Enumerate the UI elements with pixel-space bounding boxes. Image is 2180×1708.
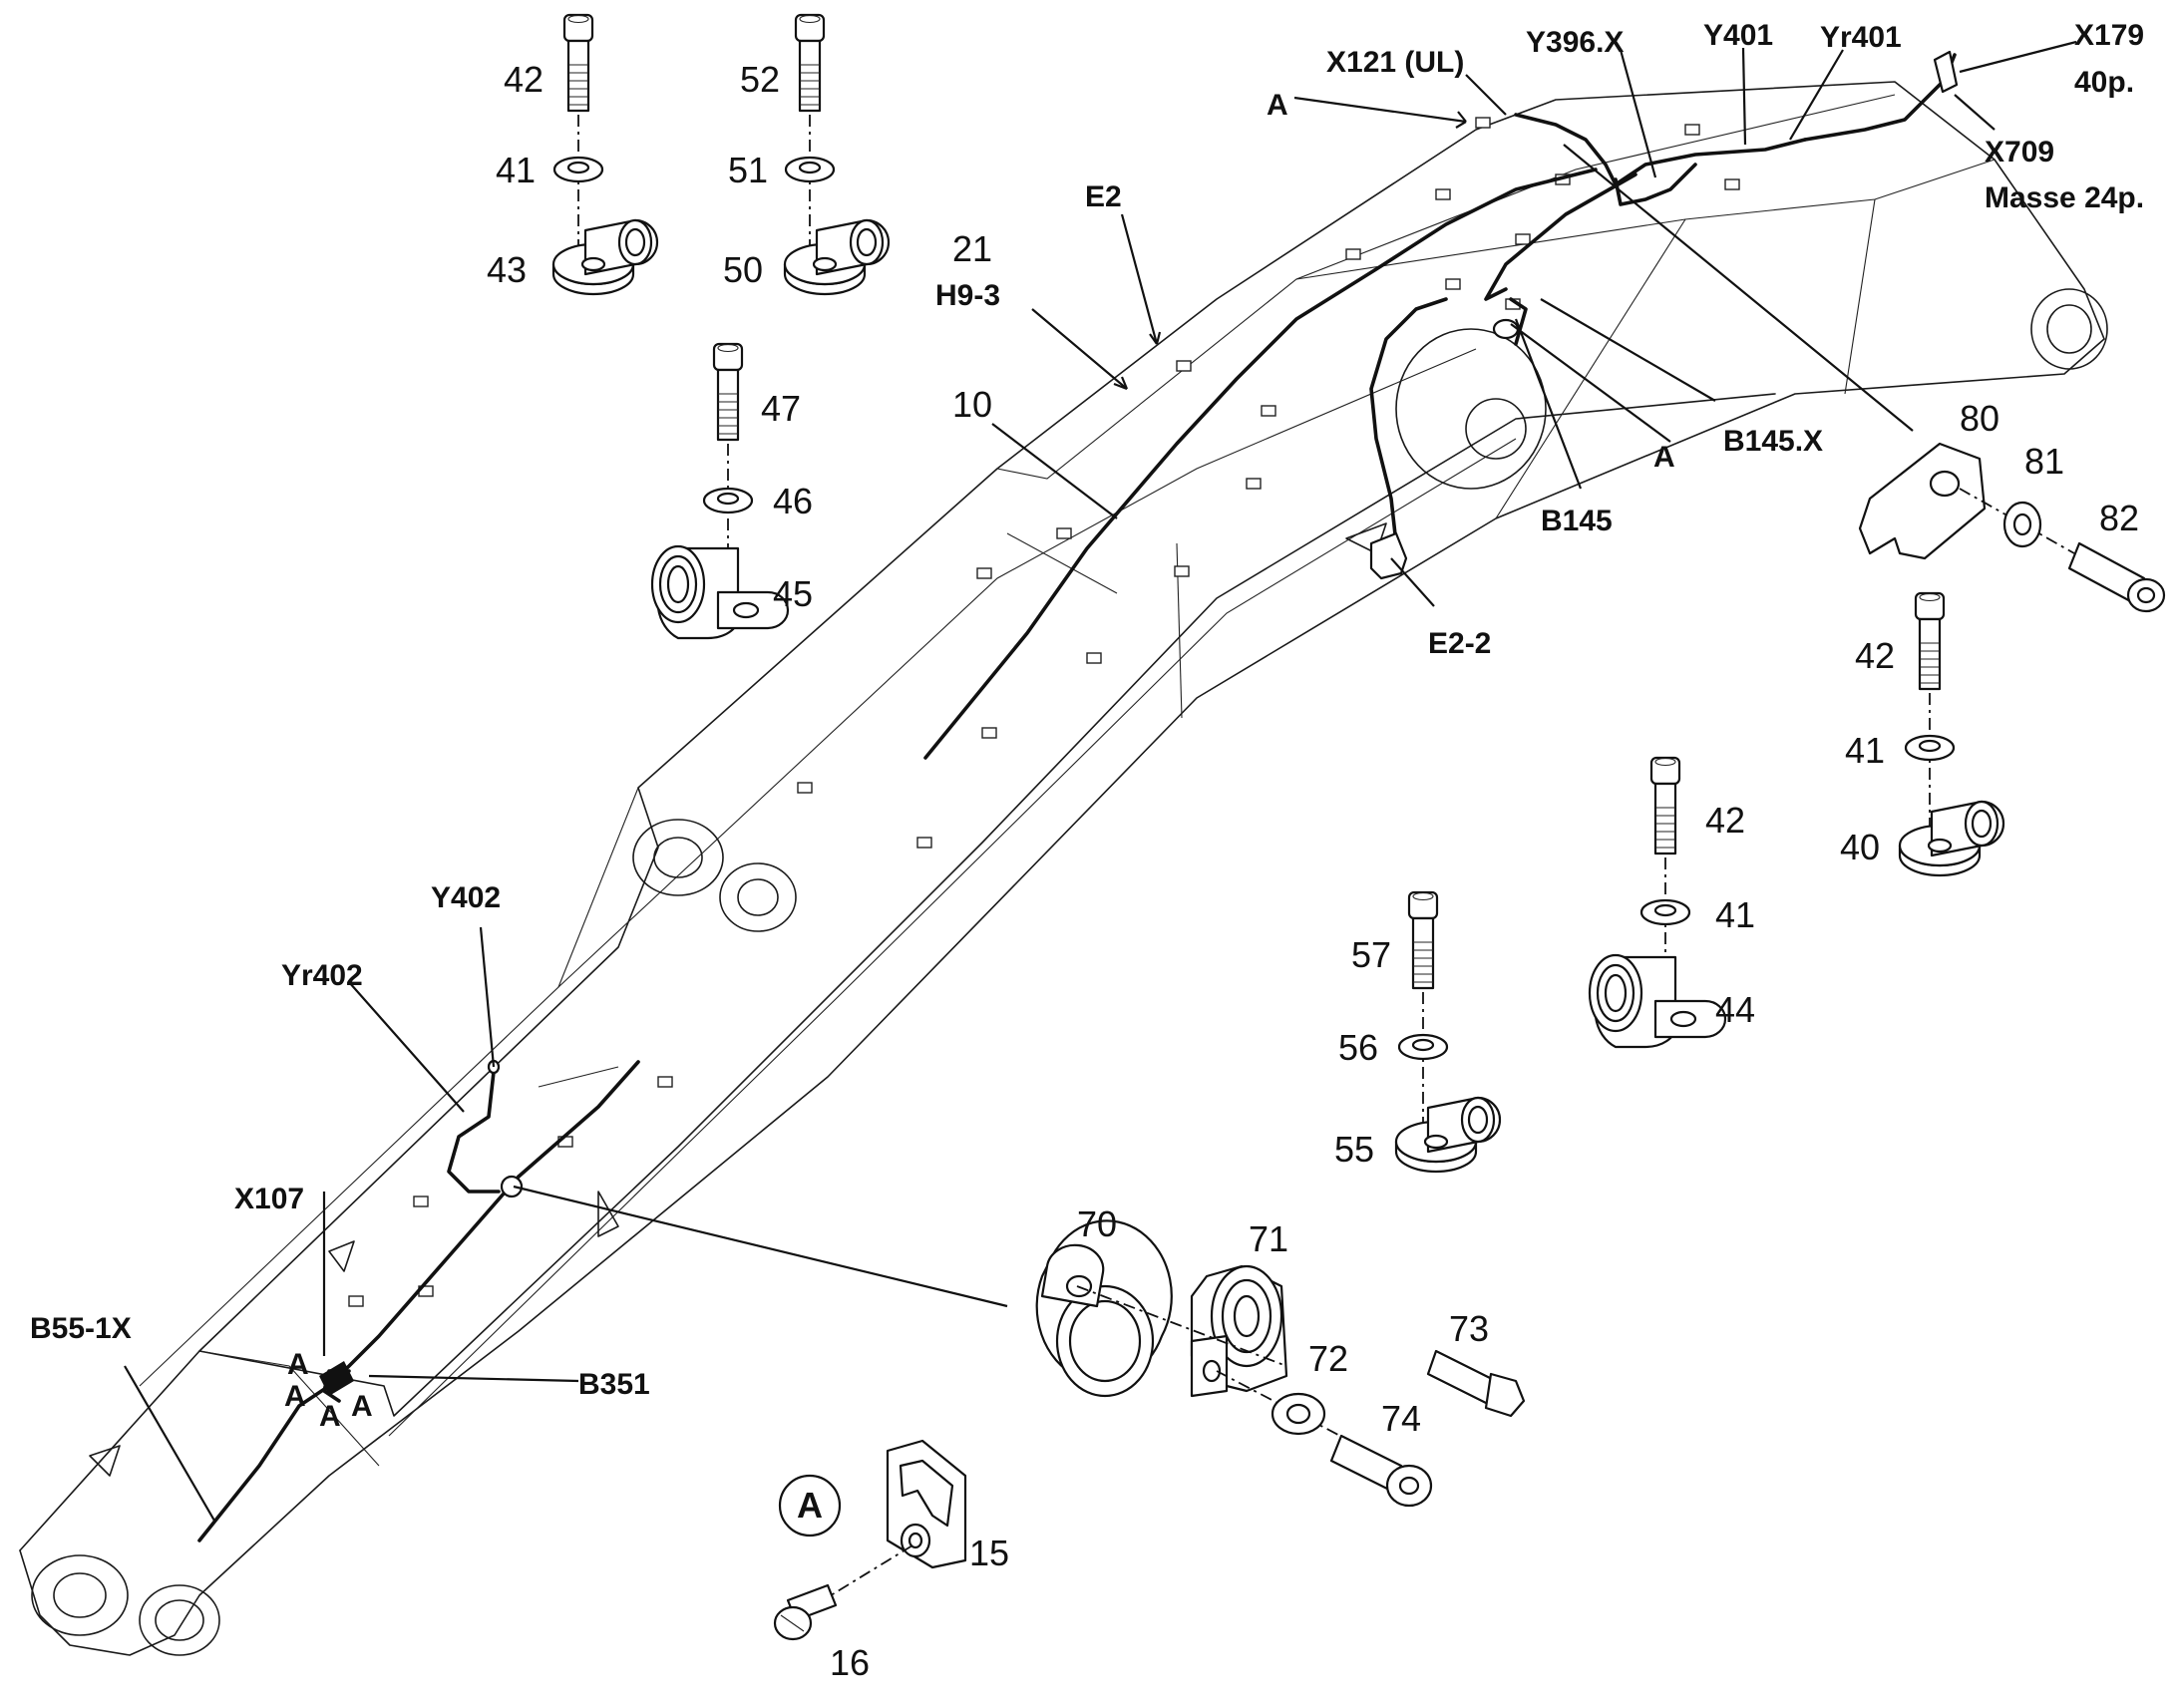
screw-74 xyxy=(1329,1434,1433,1508)
cable-clamp-icon xyxy=(650,544,790,640)
label-y396x: Y396.X xyxy=(1526,26,1624,59)
screw-16 xyxy=(773,1583,838,1641)
label-56: 56 xyxy=(1338,1027,1378,1068)
hardware-group-44 xyxy=(1588,756,1727,1049)
marker-a-top: A xyxy=(1267,89,1288,122)
marker-a-3: A xyxy=(319,1400,341,1433)
detail-a-circle xyxy=(778,1474,842,1537)
clamp-assembly-70 xyxy=(1035,1219,1173,1398)
label-b55-1x: B55-1X xyxy=(30,1312,132,1345)
marker-a-2: A xyxy=(284,1380,306,1413)
label-41-right: 41 xyxy=(1845,730,1885,771)
hardware-group-40 xyxy=(1898,591,2005,877)
cable-clamp-icon xyxy=(1394,1096,1502,1174)
boom-arm xyxy=(19,81,2108,1656)
label-52: 52 xyxy=(740,59,780,100)
connector-b351 xyxy=(319,1361,354,1396)
washer-72 xyxy=(1271,1392,1326,1436)
label-y402: Y402 xyxy=(431,881,501,914)
label-81: 81 xyxy=(2024,441,2064,482)
hardware-group-43 xyxy=(551,13,659,296)
label-x179-pins: 40p. xyxy=(2074,66,2134,99)
marker-a-b145: A xyxy=(1653,441,1675,474)
label-57: 57 xyxy=(1351,934,1391,975)
label-50: 50 xyxy=(723,249,763,290)
bolt-73 xyxy=(1426,1349,1526,1418)
leader-lines xyxy=(124,40,2077,1522)
label-h9-3: H9-3 xyxy=(935,279,1000,312)
socket-head-screw-icon xyxy=(712,342,744,442)
harness-clip-icon xyxy=(886,1439,967,1569)
cable-clamp-icon xyxy=(1588,953,1727,1049)
label-y401: Y401 xyxy=(1703,19,1773,52)
label-43: 43 xyxy=(487,249,527,290)
hardware-group-55 xyxy=(1394,890,1502,1174)
label-x107: X107 xyxy=(234,1183,304,1215)
label-yr401: Yr401 xyxy=(1820,21,1902,54)
label-x709: X709 xyxy=(1985,136,2054,169)
label-44: 44 xyxy=(1715,989,1755,1030)
socket-head-screw-icon xyxy=(1407,890,1439,990)
socket-head-screw-icon xyxy=(1649,756,1681,855)
label-42-mid: 42 xyxy=(1705,800,1745,841)
label-74: 74 xyxy=(1381,1398,1421,1439)
connector-e2-2 xyxy=(1369,531,1408,580)
label-51: 51 xyxy=(728,150,768,190)
washer-icon xyxy=(1639,898,1691,926)
label-41: 41 xyxy=(496,150,536,190)
label-16: 16 xyxy=(830,1642,870,1683)
label-x709-desc: Masse 24p. xyxy=(1985,181,2144,214)
label-70: 70 xyxy=(1077,1203,1117,1244)
marker-a-1: A xyxy=(287,1348,309,1381)
washer-icon xyxy=(784,156,836,183)
washer-icon xyxy=(1397,1033,1449,1061)
label-42-right: 42 xyxy=(1855,635,1895,676)
label-b351: B351 xyxy=(578,1368,650,1401)
cable-clamp-icon xyxy=(551,218,659,296)
washer-icon xyxy=(702,487,754,514)
marker-detail-a-circle: A xyxy=(797,1485,823,1526)
label-41-mid: 41 xyxy=(1715,894,1755,935)
label-b145x: B145.X xyxy=(1723,425,1823,458)
label-e2: E2 xyxy=(1085,180,1122,213)
label-46: 46 xyxy=(773,481,813,521)
cable-clamp-icon xyxy=(783,218,891,296)
connector-labels: X121 (UL) Y396.X Y401 Yr401 X179 40p. X7… xyxy=(30,19,2144,1401)
socket-head-screw-icon xyxy=(794,13,826,113)
socket-head-screw-icon xyxy=(562,13,594,113)
label-b145: B145 xyxy=(1541,505,1613,537)
label-e2-2: E2-2 xyxy=(1428,627,1491,660)
label-55: 55 xyxy=(1334,1129,1374,1170)
label-80: 80 xyxy=(1960,398,1999,439)
cable-clamp-icon xyxy=(1898,800,2005,877)
label-40: 40 xyxy=(1840,827,1880,867)
label-10: 10 xyxy=(952,384,992,425)
hardware-group-50 xyxy=(783,13,891,296)
label-42: 42 xyxy=(504,59,544,100)
label-15: 15 xyxy=(969,1533,1009,1573)
label-21: 21 xyxy=(952,228,992,269)
label-72: 72 xyxy=(1308,1338,1348,1379)
part-number-labels: 42 41 43 52 51 50 47 46 45 21 10 80 81 8… xyxy=(487,59,2139,1683)
label-x121: X121 (UL) xyxy=(1326,46,1464,79)
washer-icon xyxy=(552,156,604,183)
ground-bracket-icon xyxy=(1858,442,2166,613)
detail-markers: A A A A A A A xyxy=(284,89,1675,1526)
connector-x179 xyxy=(1933,50,1959,94)
label-x179: X179 xyxy=(2074,19,2144,52)
clamp-assembly-71 xyxy=(1190,1264,1288,1398)
marker-a-4: A xyxy=(351,1390,373,1423)
label-45: 45 xyxy=(773,573,813,614)
label-71: 71 xyxy=(1249,1218,1288,1259)
hardware-group-45 xyxy=(650,342,790,640)
socket-head-screw-icon xyxy=(1914,591,1946,691)
label-yr402: Yr402 xyxy=(281,959,363,992)
label-82: 82 xyxy=(2099,498,2139,538)
label-47: 47 xyxy=(761,388,801,429)
washer-icon xyxy=(1904,734,1956,762)
label-73: 73 xyxy=(1449,1308,1489,1349)
